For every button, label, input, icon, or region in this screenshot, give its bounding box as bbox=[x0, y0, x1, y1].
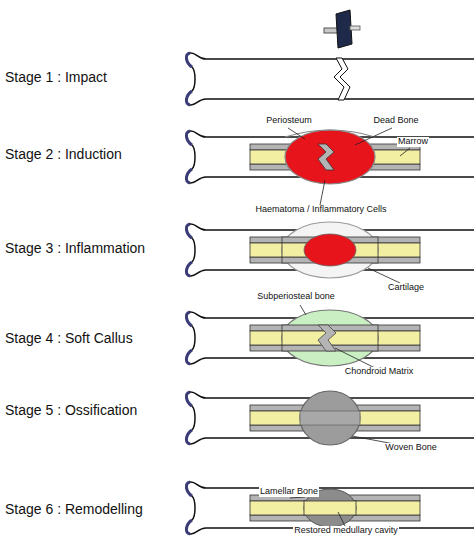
part-label: Cartilage bbox=[387, 283, 425, 293]
stage-label: Stage 1 : Impact bbox=[5, 70, 107, 85]
leader-lines-6 bbox=[290, 497, 345, 526]
part-label: Lamellar Bone bbox=[259, 487, 319, 497]
bone-stage-3 bbox=[186, 222, 474, 278]
part-label: Periosteum bbox=[265, 116, 313, 126]
stage-label: Stage 6 : Remodelling bbox=[5, 502, 143, 517]
bone-stage-4 bbox=[186, 310, 474, 366]
stage-label: Stage 3 : Inflammation bbox=[5, 241, 145, 256]
leader-lines-3 bbox=[368, 268, 400, 283]
leader-lines-4 bbox=[300, 305, 375, 368]
part-label: Dead Bone bbox=[372, 116, 419, 126]
hammer bbox=[324, 10, 360, 48]
bone-stage-1 bbox=[186, 53, 474, 105]
stage-label: Stage 2 : Induction bbox=[5, 147, 122, 162]
stage-label: Stage 4 : Soft Callus bbox=[5, 331, 133, 346]
part-label: Haematoma / Inflammatory Cells bbox=[254, 205, 387, 215]
bone-stage-2 bbox=[186, 130, 474, 184]
stage-label: Stage 5 : Ossification bbox=[5, 403, 137, 418]
bone-stage-5 bbox=[186, 391, 474, 445]
part-label: Marrow bbox=[397, 137, 429, 147]
leader-lines-2 bbox=[288, 128, 410, 205]
part-label: Restored medullary cavity bbox=[293, 526, 399, 536]
part-label: Chondroid Matrix bbox=[344, 367, 415, 377]
part-label: Woven Bone bbox=[384, 443, 437, 453]
part-label: Subperiosteal bone bbox=[256, 292, 336, 302]
